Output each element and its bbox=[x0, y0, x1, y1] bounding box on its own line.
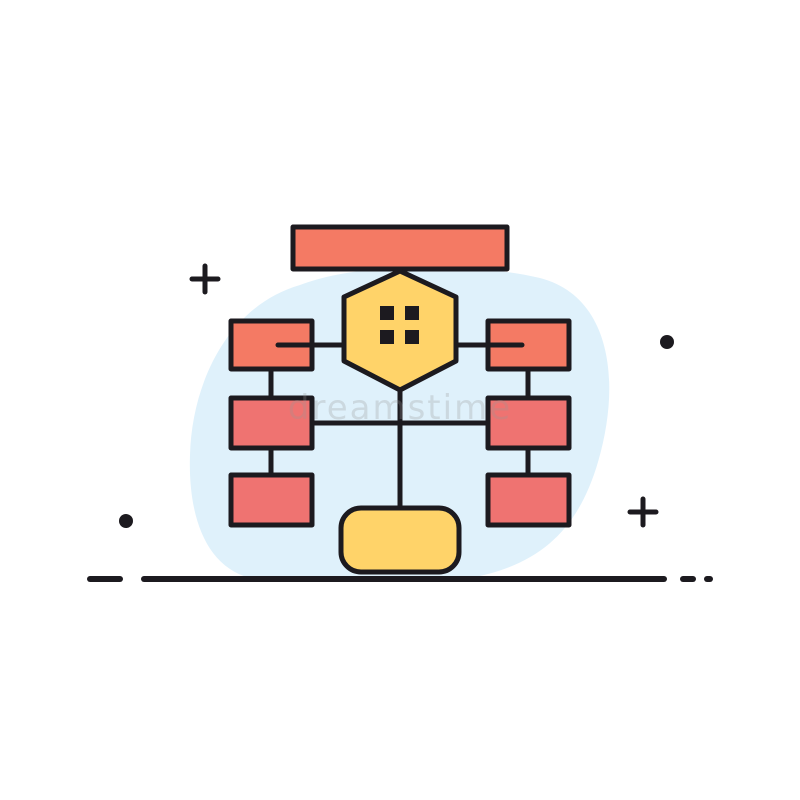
top-process-box bbox=[290, 224, 510, 272]
plus-sparkle-icon bbox=[189, 263, 221, 295]
left-box-bottom bbox=[228, 472, 315, 528]
plus-sparkle-icon bbox=[627, 496, 659, 528]
right-box-bottom bbox=[485, 472, 572, 528]
left-box-middle bbox=[228, 395, 315, 451]
grid-squares-icon bbox=[380, 306, 419, 344]
dot-sparkle-icon bbox=[119, 514, 133, 528]
decision-hexagon bbox=[341, 268, 459, 393]
terminal-box bbox=[338, 505, 462, 575]
dot-sparkle-icon bbox=[660, 335, 674, 349]
right-box-middle bbox=[485, 395, 572, 451]
